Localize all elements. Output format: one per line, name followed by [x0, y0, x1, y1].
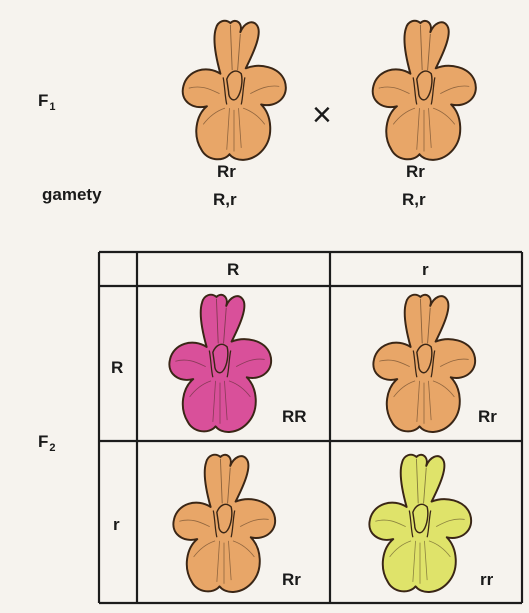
genotype-Rr-top: Rr	[478, 408, 497, 425]
col-header-R: R	[227, 261, 239, 278]
genotype-Rr-bottom: Rr	[282, 571, 301, 588]
row-header-r: r	[113, 516, 120, 533]
row-header-R: R	[111, 359, 123, 376]
offspring-flower-Rr-bottom	[166, 448, 282, 598]
genotype-rr: rr	[480, 571, 493, 588]
offspring-flower-Rr-top	[366, 288, 482, 438]
genotype-RR: RR	[282, 408, 307, 425]
flower-icon	[162, 288, 278, 438]
f2-label: F2	[38, 433, 56, 454]
flower-icon	[366, 288, 482, 438]
offspring-flower-RR	[162, 288, 278, 438]
col-header-r: r	[422, 261, 429, 278]
offspring-flower-rr	[362, 448, 478, 598]
flower-icon	[166, 448, 282, 598]
flower-icon	[362, 448, 478, 598]
